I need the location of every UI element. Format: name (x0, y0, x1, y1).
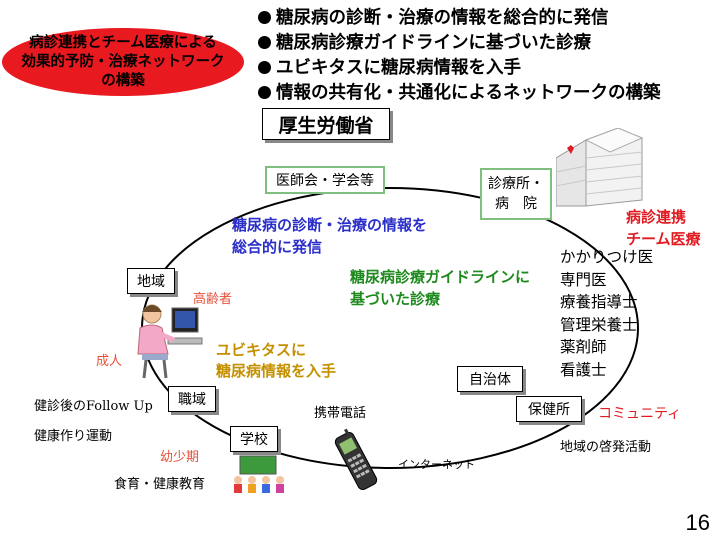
community-label: コミュニティ (598, 406, 682, 422)
followup-label: 健診後のFollow Up (34, 399, 153, 414)
workplace-box: 職域 (168, 386, 216, 412)
staff-item: かかりつけ医 (560, 248, 654, 266)
childhood-label: 幼少期 (160, 450, 200, 465)
mobile-phone-label: 携帯電話 (314, 406, 367, 421)
hospital-link-label: 病診連携 チーム医療 (626, 208, 701, 248)
clinic-hospital-box: 診療所・ 病 院 (480, 168, 552, 220)
goal-item: 情報の共有化・共通化によるネットワークの構築 (258, 81, 660, 106)
goal-item: 糖尿病の診断・治療の情報を総合的に発信 (258, 6, 660, 31)
elderly-label: 高齢者 (193, 292, 233, 307)
goals-list: 糖尿病の診断・治療の情報を総合的に発信 糖尿病診療ガイドラインに基づいた診療 ユ… (258, 6, 660, 106)
health-center-box: 保健所 (516, 396, 582, 422)
staff-item: 看護士 (560, 360, 607, 379)
internet-label: インターネット (398, 458, 475, 471)
goal-item: 糖尿病診療ガイドラインに基づいた診療 (258, 31, 660, 56)
staff-item: 薬剤師 (560, 338, 607, 356)
mobile-phone-icon (334, 428, 378, 491)
guideline-label: 糖尿病診療ガイドラインに 基づいた診療 (350, 268, 531, 308)
staff-item: 管理栄養士 (560, 315, 638, 334)
medical-staff-list: かかりつけ医 専門医 療養指導士 管理栄養士 薬剤師 看護士 (560, 246, 653, 381)
staff-item: 療養指導士 (560, 293, 638, 311)
bullet-icon (258, 86, 271, 99)
goal-badge: 病診連携とチーム医療による 効果的予防・治療ネットワーク の構築 (2, 28, 244, 96)
staff-item: 専門医 (560, 270, 607, 289)
goal-item: ユビキタスに糖尿病情報を入手 (258, 56, 660, 81)
bullet-icon (258, 36, 271, 49)
adult-label: 成人 (96, 354, 123, 369)
badge-line-2: 効果的予防・治療ネットワーク (21, 53, 225, 70)
health-exercise-label: 健康作り運動 (34, 429, 113, 444)
person-at-computer-icon (137, 304, 203, 379)
ministry-box: 厚生労働省 (262, 108, 390, 140)
municipality-box: 自治体 (457, 366, 523, 392)
info-dissemination-label: 糖尿病の診断・治療の情報を 総合的に発信 (232, 216, 428, 256)
school-box: 学校 (230, 426, 278, 452)
badge-line-3: の構築 (101, 72, 145, 89)
badge-line-1: 病診連携とチーム医療による (29, 34, 217, 51)
regional-education-label: 地域の啓発活動 (560, 440, 652, 455)
bullet-icon (258, 11, 271, 24)
children-icon (234, 455, 284, 493)
bullet-icon (258, 61, 271, 74)
page-number: 16 (685, 510, 710, 535)
medical-association-box: 医師会・学会等 (265, 166, 385, 194)
region-box: 地域 (127, 268, 175, 294)
ubiquitous-label: ユビキタスに 糖尿病情報を入手 (216, 341, 337, 380)
building-icon (556, 128, 644, 207)
diet-education-label: 食育・健康教育 (114, 477, 206, 492)
